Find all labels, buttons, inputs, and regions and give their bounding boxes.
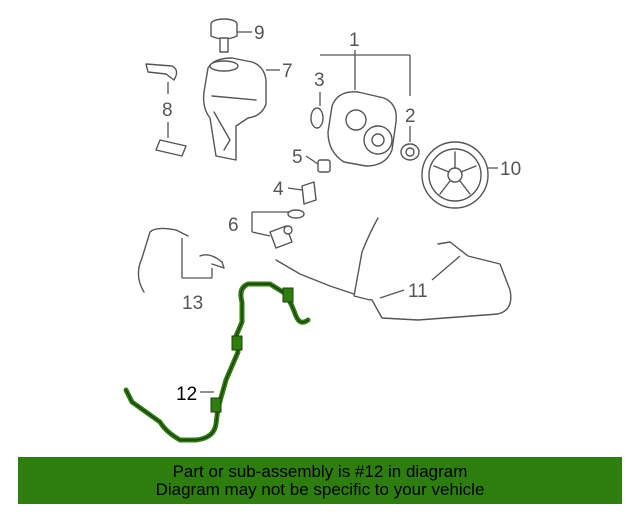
callout-10: 10: [500, 159, 521, 180]
part-10-pulley: [421, 141, 498, 209]
callout-9: 9: [254, 23, 265, 44]
part-12-pressure-hose: [123, 281, 311, 443]
part-4-fitting: [287, 181, 317, 205]
callout-11: 11: [408, 281, 428, 302]
callout-12: 12: [176, 384, 197, 405]
callout-2: 2: [405, 106, 416, 127]
part-3-o-ring: [310, 92, 324, 129]
callout-13: 13: [182, 293, 203, 314]
callout-1: 1: [349, 30, 360, 51]
part-1-pump: [320, 50, 411, 167]
part-13-return-hose: [137, 227, 225, 293]
part-11-cooler-line: [275, 217, 512, 321]
callout-4: 4: [273, 179, 284, 200]
callout-7: 7: [282, 61, 293, 82]
callout-6: 6: [228, 215, 239, 236]
part-2-seal: [400, 126, 420, 161]
banner-line-2: Diagram may not be specific to your vehi…: [155, 479, 485, 499]
parts-diagram: 9 7 8 1 3 2 10 5 4 6 11 13 12: [123, 18, 521, 443]
callout-3: 3: [314, 70, 325, 91]
part-9-reservoir-cap: [210, 18, 252, 53]
part-5-fitting: [305, 155, 331, 173]
part-7-reservoir: [202, 57, 280, 161]
callout-5: 5: [292, 147, 303, 168]
callout-8: 8: [162, 100, 173, 121]
part-8-bracket: [145, 63, 187, 157]
part-6-fitting-set: [251, 209, 305, 249]
highlight-banner: Part or sub-assembly is #12 in diagram D…: [18, 457, 622, 504]
banner-line-1: Part or sub-assembly is #12 in diagram: [172, 461, 468, 481]
